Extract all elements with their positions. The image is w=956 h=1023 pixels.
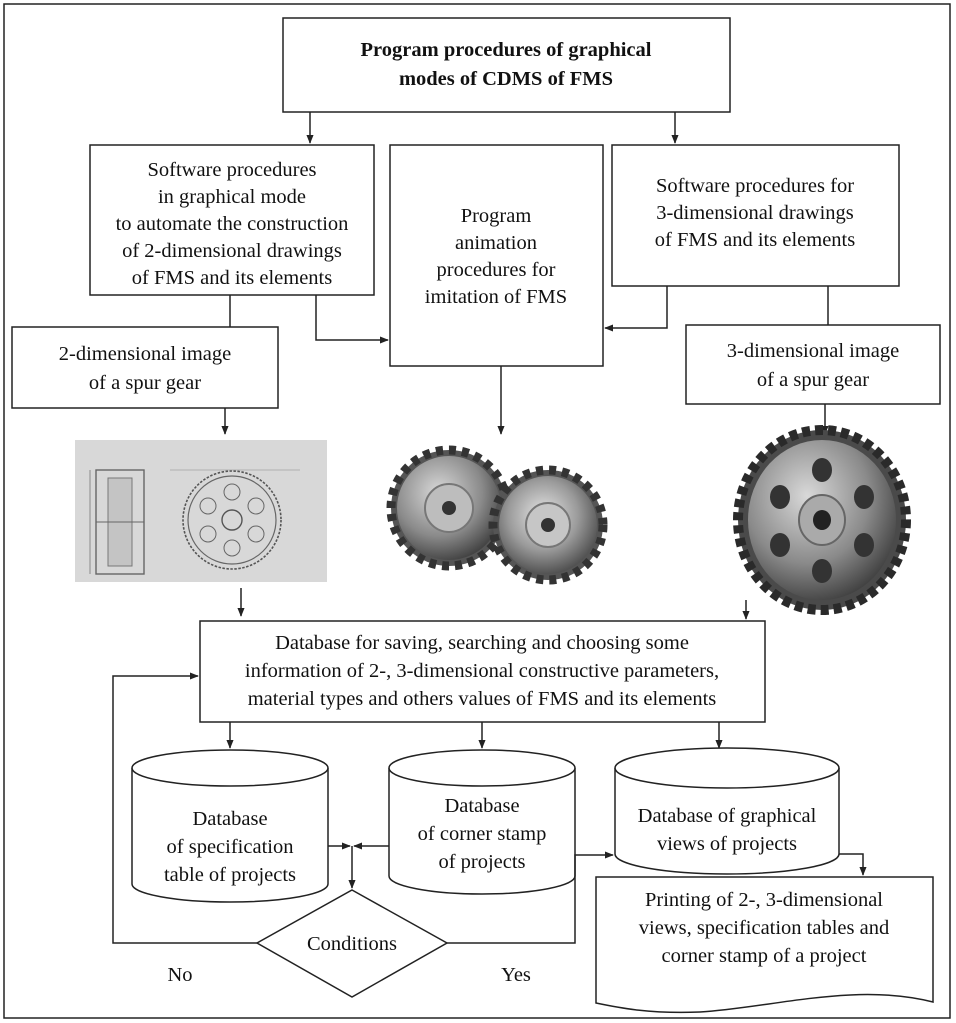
img3d-line2: of a spur gear [757,369,869,391]
db-spec-line1: Database [192,808,267,830]
sw2d-line5: of FMS and its elements [132,267,332,289]
db-main-line1: Database for saving, searching and choos… [275,632,689,654]
db-spec-line3: table of projects [164,864,296,886]
printing-line1: Printing of 2-, 3-dimensional [645,889,883,911]
printing-line3: corner stamp of a project [662,945,867,967]
yes-label: Yes [501,964,531,986]
anim-line3: procedures for [437,259,556,281]
sw2d-line4: of 2-dimensional drawings [122,240,342,262]
outer-frame [3,3,951,1019]
top-box-line1: Program procedures of graphical [361,39,652,61]
img2d-line1: 2-dimensional image [59,343,232,365]
anim-line2: animation [455,232,537,254]
arrow-sw2d-to-anim [315,295,389,344]
db-views-line1: Database of graphical [638,805,817,827]
conditions-diamond: Conditions [255,889,449,998]
conditions-label: Conditions [307,933,397,955]
animation-box: Program animation procedures for imitati… [389,144,604,367]
db-views-cylinder: Database of graphical views of projects [614,747,840,875]
sw3d-line1: Software procedures for [656,175,854,197]
arrow-views-to-printing [839,853,867,876]
db-corner-line1: Database [444,795,519,817]
arrow-yes-to-views [447,851,614,944]
sw2d-box: Software procedures in graphical mode to… [89,144,375,296]
db-main-line3: material types and others values of FMS … [248,688,717,710]
img2d-line2: of a spur gear [89,372,201,394]
sw2d-line1: Software procedures [147,159,316,181]
gear-2d-drawing-image [75,440,327,582]
top-box-line2: modes of CDMS of FMS [399,68,613,90]
sw3d-box: Software procedures for 3-dimensional dr… [611,144,900,287]
db-views-line2: views of projects [657,833,797,855]
db-corner-line2: of corner stamp [418,823,547,845]
top-process-box: Program procedures of graphical modes of… [282,17,731,113]
animated-gears-image [386,445,608,585]
printing-line2: views, specification tables and [639,917,889,939]
db-corner-line3: of projects [438,851,525,873]
db-corner-cylinder: Database of corner stamp of projects [388,749,576,895]
gear-3d-image [733,425,911,615]
sw3d-line2: 3-dimensional drawings [656,202,854,224]
img3d-box: 3-dimensional image of a spur gear [685,324,941,405]
arrow-no-loop [112,672,257,944]
sw2d-line2: in graphical mode [158,186,306,208]
img2d-box: 2-dimensional image of a spur gear [11,326,279,409]
anim-line1: Program [461,205,532,227]
anim-line4: imitation of FMS [425,286,567,308]
printing-document: Printing of 2-, 3-dimensional views, spe… [595,876,934,1014]
img3d-line1: 3-dimensional image [727,340,900,362]
sw3d-line3: of FMS and its elements [655,229,855,251]
db-spec-line2: of specification [167,836,294,858]
no-label: No [167,964,192,986]
main-database-box: Database for saving, searching and choos… [199,620,766,723]
arrow-sw3d-to-anim [604,286,668,332]
sw2d-line3: to automate the construction [116,213,349,235]
db-spec-cylinder: Database of specification table of proje… [131,749,329,903]
db-main-line2: information of 2-, 3-dimensional constru… [245,660,719,682]
